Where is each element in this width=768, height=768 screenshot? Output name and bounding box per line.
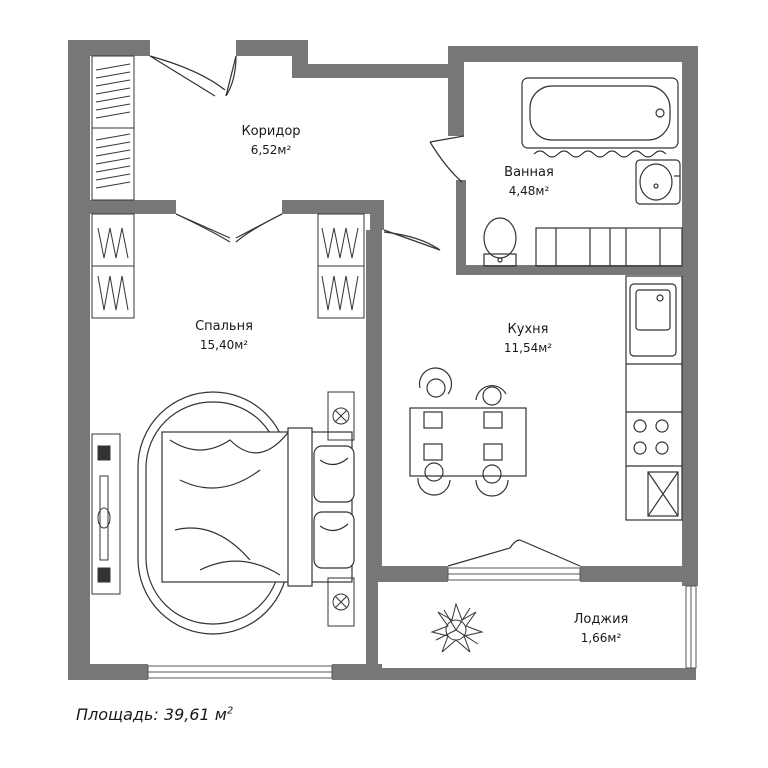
plant xyxy=(430,602,484,653)
nightstand-top xyxy=(327,391,355,441)
bed xyxy=(137,391,355,635)
nightstand-bottom xyxy=(327,577,355,627)
svg-text:Ванная: Ванная xyxy=(504,165,554,180)
svg-text:11,54м²: 11,54м² xyxy=(504,341,552,355)
room-label-vannaya: Ванная 4,48м² xyxy=(504,165,554,198)
svg-text:4,48м²: 4,48м² xyxy=(509,184,550,198)
bathtub xyxy=(521,77,679,158)
windows xyxy=(147,567,697,679)
svg-text:1,66м²: 1,66м² xyxy=(581,631,622,645)
shelves-bath xyxy=(535,227,683,267)
dresser xyxy=(91,433,121,595)
sink-bath xyxy=(635,159,681,205)
room-label-spalnya: Спальня 15,40м² xyxy=(195,319,253,352)
wardrobe-bedroom-left xyxy=(91,213,135,319)
toilet xyxy=(483,217,517,267)
svg-text:15,40м²: 15,40м² xyxy=(200,338,248,352)
wardrobe-bedroom-right xyxy=(317,213,365,319)
room-label-kukhnya: Кухня 11,54м² xyxy=(504,322,552,355)
chairs xyxy=(417,367,509,497)
wardrobe-corridor xyxy=(91,55,135,201)
room-label-koridor: Коридор 6,52м² xyxy=(241,124,300,157)
svg-text:Спальня: Спальня xyxy=(195,319,253,334)
svg-text:6,52м²: 6,52м² xyxy=(251,143,292,157)
svg-text:Лоджия: Лоджия xyxy=(574,612,629,627)
dining-table xyxy=(409,407,527,477)
total-area-unit-sup: 2 xyxy=(226,705,234,717)
kitchen-counter xyxy=(625,275,683,521)
total-area-label: Площадь: 39,61 м xyxy=(76,705,227,724)
svg-text:Кухня: Кухня xyxy=(508,322,549,337)
total-area: Площадь: 39,61 м2 xyxy=(76,705,233,724)
doors xyxy=(149,55,581,567)
room-label-lodzhiya: Лоджия 1,66м² xyxy=(574,612,629,645)
walls xyxy=(68,40,698,680)
svg-text:Коридор: Коридор xyxy=(241,124,300,139)
